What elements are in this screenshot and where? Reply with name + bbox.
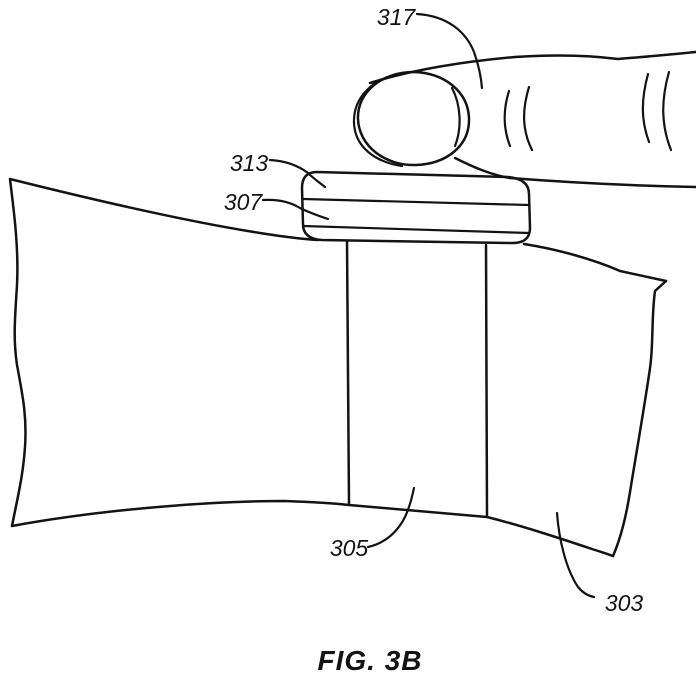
label-305: 305 — [330, 535, 369, 561]
label-317: 317 — [377, 4, 417, 30]
label-303: 303 — [605, 590, 644, 616]
finger-top-contour — [368, 50, 696, 85]
leader-307 — [261, 198, 330, 221]
device-layer-line-lower — [301, 224, 531, 235]
band-strap-section — [345, 239, 489, 519]
finger — [352, 50, 696, 189]
label-313: 313 — [230, 150, 269, 176]
finger-bottom-contour — [453, 156, 696, 189]
fingernail-sketch-stroke — [352, 72, 404, 168]
leader-313 — [268, 158, 327, 189]
device-layer-line-upper — [301, 197, 531, 207]
wrist-band — [8, 177, 668, 558]
leader-317 — [415, 12, 484, 90]
strap-right-line — [484, 243, 489, 519]
device-stack — [300, 170, 532, 245]
knuckle-wrinkle-2b — [662, 70, 673, 152]
leader-305 — [366, 486, 416, 549]
knuckle-wrinkle-1a — [503, 89, 512, 148]
label-307: 307 — [224, 189, 264, 215]
band-top-edge-right — [522, 242, 668, 283]
figure-caption: FIG. 3B — [317, 645, 422, 676]
knuckle-wrinkle-1b — [522, 85, 534, 152]
band-left-torn-edge — [8, 177, 27, 528]
fingernail — [356, 70, 471, 167]
band-top-edge-left — [8, 177, 320, 242]
leader-303 — [555, 511, 596, 599]
fingernail-edge-crescent — [450, 86, 461, 148]
knuckle-wrinkle-2a — [641, 72, 651, 144]
leader-lines — [261, 12, 596, 599]
band-bottom-edge — [10, 499, 615, 558]
device-outline — [300, 170, 532, 245]
strap-left-line — [345, 239, 351, 507]
band-right-torn-edge — [611, 279, 668, 558]
